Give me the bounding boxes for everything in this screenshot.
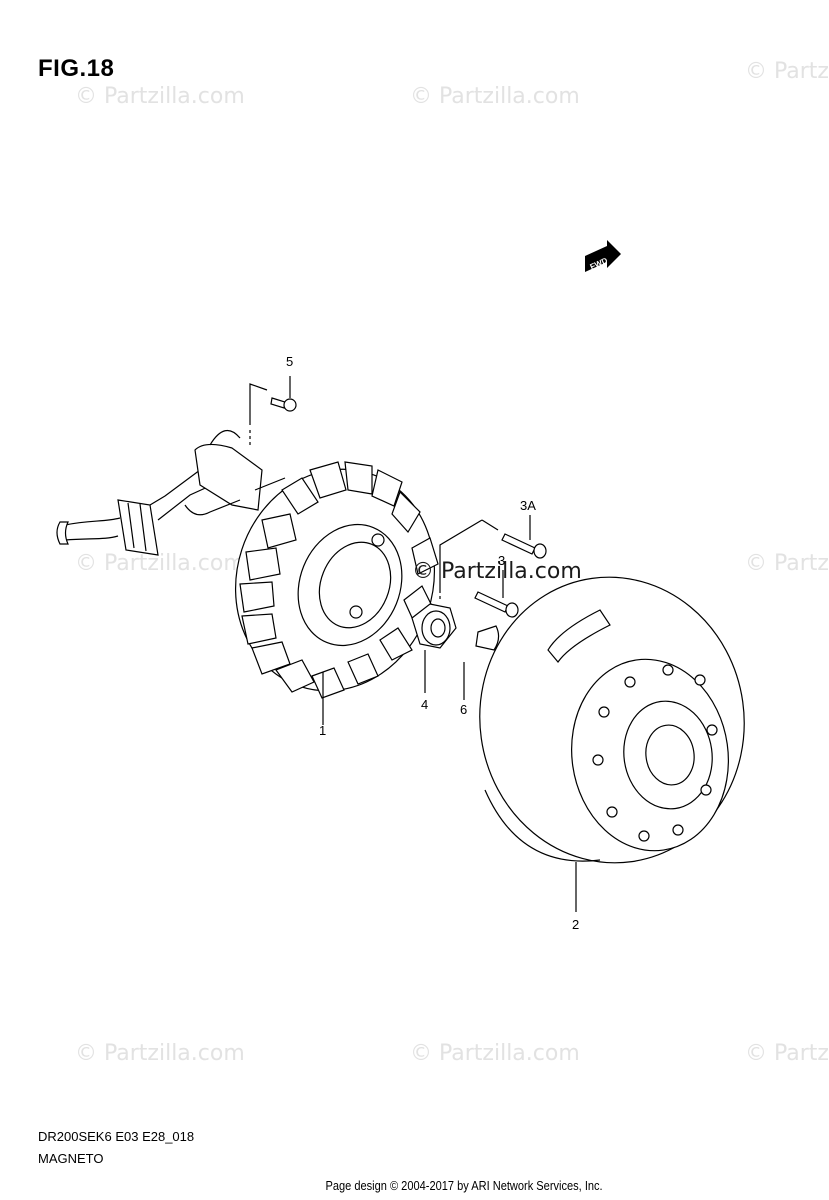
figure-title: FIG.18 <box>38 55 115 82</box>
screw-icon <box>439 515 547 618</box>
watermark-group: © Partzilla.com © Partzilla.com © Partz … <box>75 59 829 1066</box>
callout-4: 4 <box>421 697 428 712</box>
watermark: © Partz <box>745 551 829 576</box>
stator-coil-icon <box>56 429 439 699</box>
watermark-overlay: © Partzilla.com <box>412 559 582 584</box>
watermark: © Partzilla.com <box>75 84 245 109</box>
nut-icon <box>411 603 457 649</box>
footer-text: Page design © 2004-2017 by ARI Network S… <box>325 1178 604 1193</box>
callout-6: 6 <box>460 702 467 717</box>
key-icon <box>475 625 500 651</box>
watermark: © Partz <box>745 1041 829 1066</box>
page-footer: Page design © 2004-2017 by ARI Network S… <box>0 1178 829 1193</box>
callout-2: 2 <box>572 917 579 932</box>
watermark: © Partz <box>745 59 829 84</box>
callout-1: 1 <box>319 723 326 738</box>
model-code: DR200SEK6 E03 E28_018 <box>38 1129 195 1144</box>
rotor-flywheel-icon <box>479 576 745 864</box>
callout-3: 3 <box>498 553 505 568</box>
callout-5: 5 <box>286 354 293 369</box>
fwd-arrow-icon: FWD <box>585 240 621 272</box>
screw-icon <box>249 376 297 445</box>
watermark: © Partzilla.com <box>75 1041 245 1066</box>
watermark: © Partzilla.com <box>410 1041 580 1066</box>
section-name: MAGNETO <box>38 1151 104 1166</box>
watermark: © Partzilla.com <box>410 84 580 109</box>
callout-3a: 3A <box>520 498 536 513</box>
watermark: © Partzilla.com <box>75 551 245 576</box>
